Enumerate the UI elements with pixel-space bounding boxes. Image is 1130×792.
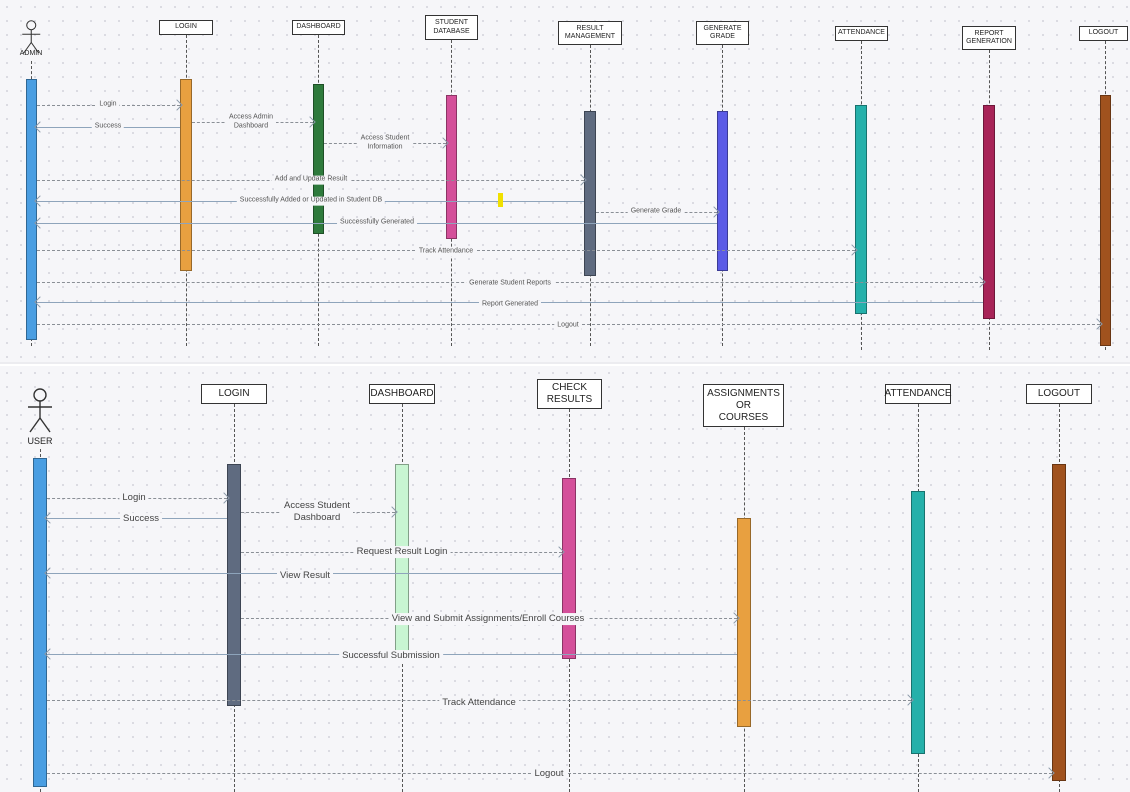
participant-dashboard: DASHBOARD — [292, 20, 345, 35]
actor-label: ADMIN — [19, 50, 43, 57]
message-label-success: Success — [91, 122, 125, 132]
activation-bar-generate-grade — [717, 111, 728, 271]
message-label-login: Login — [119, 492, 149, 504]
participant-report-generation: REPORT GENERATION — [962, 26, 1016, 50]
participant-dashboard: DASHBOARD — [369, 384, 435, 404]
activation-bar-logout — [1100, 95, 1111, 346]
message-label-access-student-dashboard: Access Student Dashboard — [280, 500, 354, 524]
actor-activation-bar — [26, 79, 37, 340]
participant-attendance: ATTENDANCE — [884, 384, 952, 404]
participant-assignments-or-courses: ASSIGNMENTS OR COURSES — [703, 384, 784, 427]
participant-login: LOGIN — [201, 384, 267, 404]
actor-stick-figure-icon — [28, 388, 52, 433]
message-label-generate-grade: Generate Grade — [627, 207, 685, 217]
actor-label: USER — [27, 436, 53, 446]
activation-bar-attendance — [911, 491, 925, 754]
activation-bar-dashboard — [395, 464, 409, 654]
message-label-success: Success — [120, 513, 162, 525]
activation-bar-report-generation — [983, 105, 995, 319]
activation-bar-result-management — [584, 111, 596, 276]
message-label-successful-submission: Successful Submission — [339, 650, 443, 662]
message-label-view-result: View Result — [277, 570, 333, 582]
participant-result-management: RESULT MANAGEMENT — [558, 21, 622, 45]
participant-login: LOGIN — [159, 20, 213, 35]
participant-attendance: ATTENDANCE — [835, 26, 888, 41]
activation-bar-attendance — [855, 105, 867, 314]
activation-bar-login — [180, 79, 192, 271]
message-label-request-result-login: Request Result Login — [353, 546, 451, 558]
activation-bar-dashboard — [313, 84, 324, 234]
message-label-access-admin-dashboard: Access Admin Dashboard — [226, 113, 276, 131]
activation-bar-check-results — [562, 478, 576, 659]
actor-activation-bar — [33, 458, 47, 787]
activation-bar-assignments-or-courses — [737, 518, 751, 727]
user-sequence-diagram: LOGIN DASHBOARD CHECK RESULTS ASSIGNMENTS O… — [0, 366, 1130, 792]
message-label-add-and-update-result: Add and Update Result — [271, 175, 351, 185]
message-label-access-student-information: Access Student Information — [357, 134, 413, 152]
message-label-logout: Logout — [554, 321, 582, 331]
message-label-track-attendance: Track Attendance — [415, 247, 477, 257]
message-label-report-generated: Report Generated — [478, 300, 542, 310]
activation-bar-student-database — [446, 95, 457, 239]
actor-stick-figure-icon — [22, 20, 40, 54]
participant-check-results: CHECK RESULTS — [537, 379, 602, 409]
message-label-track-attendance: Track Attendance — [439, 697, 519, 709]
highlight-marker — [498, 193, 503, 207]
message-label-generate-student-reports: Generate Student Reports — [466, 279, 554, 289]
participant-logout: LOGOUT — [1079, 26, 1128, 41]
activation-bar-logout — [1052, 464, 1066, 781]
admin-sequence-diagram: LOGIN DASHBOARD STUDENT DATABASE RESULT MAN… — [0, 0, 1130, 364]
participant-student-database: STUDENT DATABASE — [425, 15, 478, 40]
participant-logout: LOGOUT — [1026, 384, 1092, 404]
message-label-logout: Logout — [531, 768, 567, 780]
message-label-view-and-submit-assignments-enroll-courses: View and Submit Assignments/Enroll Cours… — [388, 613, 588, 625]
participant-generate-grade: GENERATE GRADE — [696, 21, 749, 45]
message-label-successfully-generated: Successfully Generated — [337, 218, 417, 228]
message-label-successfully-added-or-updated-in-student-db: Successfully Added or Updated in Student… — [236, 196, 386, 206]
activation-bar-login — [227, 464, 241, 706]
message-label-login: Login — [96, 100, 120, 110]
